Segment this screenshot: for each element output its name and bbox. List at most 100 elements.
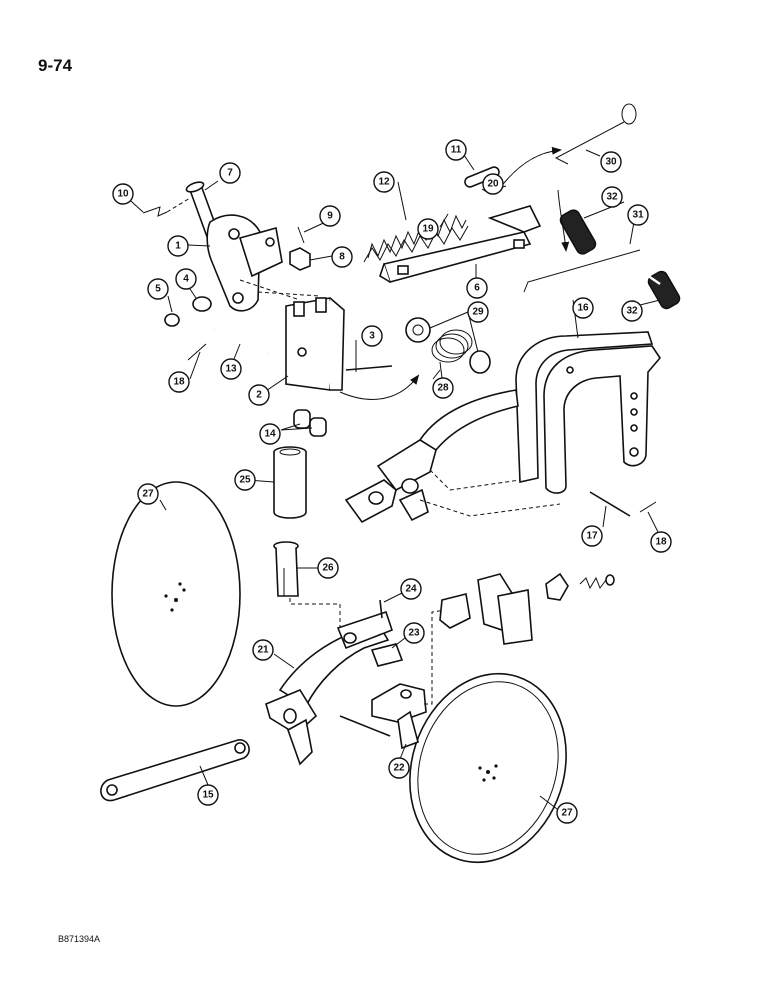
part-washer-29b [469,350,491,374]
callout-22: 22 [388,757,410,779]
part-nut-5 [164,313,180,327]
part-bushing-14a [293,409,311,429]
svg-text:24: 24 [405,584,417,595]
callout-23: 23 [403,622,425,644]
svg-text:12: 12 [378,177,390,188]
callout-27: 27 [137,483,159,505]
svg-text:11: 11 [451,145,462,156]
callout-20: 20 [482,173,504,195]
callout-5: 5 [147,278,169,300]
svg-text:29: 29 [472,307,484,318]
arrow-assembly [339,374,420,400]
part-clip-18b [639,501,657,513]
part-lower-arm-21 [265,610,393,766]
part-grip-32a [559,209,597,255]
part-pin-17 [589,491,631,517]
svg-text:26: 26 [322,563,334,574]
part-grip-32b [647,270,681,310]
svg-text:31: 31 [632,210,644,221]
figure-id: B871394A [58,934,101,944]
part-rod-30 [554,103,637,165]
svg-text:23: 23 [408,628,420,639]
part-arm-6 [379,205,542,283]
svg-text:14: 14 [264,429,276,440]
svg-text:13: 13 [225,364,237,375]
svg-text:18: 18 [655,537,667,548]
callout-11: 11 [445,139,467,161]
callout-18: 18 [168,371,190,393]
callout-30: 30 [600,151,622,173]
callout-24: 24 [400,578,422,600]
part-cotter-9 [297,226,305,244]
callout-13: 13 [220,358,242,380]
callout-18-right: 18 [650,531,672,553]
callout-26: 26 [317,557,339,579]
svg-text:27: 27 [561,808,573,819]
callout-16: 16 [572,297,594,319]
part-bushing-4 [192,296,212,312]
callout-3: 3 [361,325,383,347]
svg-text:30: 30 [605,157,617,168]
callout-15: 15 [197,784,219,806]
svg-text:3: 3 [369,331,375,342]
svg-text:25: 25 [239,475,251,486]
part-spring-12 [363,214,469,263]
part-scraper-assembly [439,572,615,645]
callout-7: 7 [219,162,241,184]
callout-27-right: 27 [556,802,578,824]
callout-10: 10 [112,183,134,205]
part-bracket-22 [371,683,427,750]
part-bolt-3 [345,365,393,371]
svg-text:9: 9 [327,211,333,222]
svg-text:22: 22 [393,763,405,774]
svg-text:10: 10 [117,189,129,200]
part-plate-2 [285,297,345,391]
callout-14: 14 [259,423,281,445]
svg-text:19: 19 [422,224,434,235]
svg-text:32: 32 [626,306,638,317]
callout-2: 2 [248,384,270,406]
callout-19: 19 [417,218,439,240]
part-clip-10 [142,206,168,217]
callout-32: 32 [601,186,623,208]
svg-text:27: 27 [142,489,154,500]
callout-28: 28 [432,377,454,399]
callout-29: 29 [467,301,489,323]
svg-text:5: 5 [155,284,161,295]
part-rod-31 [523,239,661,293]
callout-31: 31 [627,204,649,226]
part-bolt-22 [339,715,391,737]
callout-21: 21 [252,639,274,661]
svg-text:18: 18 [173,377,185,388]
callout-25: 25 [234,469,256,491]
svg-text:32: 32 [606,192,618,203]
callout-1: 1 [167,235,189,257]
part-arm-assembly [344,389,519,524]
svg-text:8: 8 [339,252,345,263]
part-sleeve-25 [273,446,307,519]
callout-32-right: 32 [621,300,643,322]
svg-text:6: 6 [474,283,480,294]
part-bolt-13 [213,328,269,356]
part-torsion-spring-28 [431,329,473,379]
part-plate-23 [370,643,404,667]
callout-4: 4 [175,268,197,290]
arrow-to-grips [557,189,570,252]
part-frame-16 [515,331,662,494]
svg-text:1: 1 [175,241,181,252]
part-cotter-18a [187,343,207,361]
svg-text:21: 21 [257,645,269,656]
svg-text:4: 4 [183,274,189,285]
part-bolt-24 [379,599,383,619]
part-nut-8 [289,247,311,271]
part-bushing-14b [309,417,327,437]
svg-text:20: 20 [487,179,499,190]
part-link-15 [100,739,250,802]
svg-text:7: 7 [227,168,233,179]
callout-17: 17 [581,525,603,547]
svg-text:2: 2 [256,390,262,401]
svg-text:15: 15 [202,790,214,801]
callout-12: 12 [373,171,395,193]
svg-text:28: 28 [437,383,449,394]
